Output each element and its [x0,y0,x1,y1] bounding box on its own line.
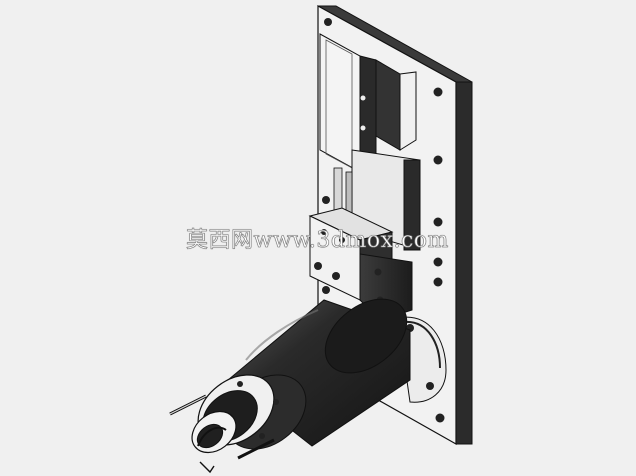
plate-holes [322,18,445,423]
spindle-tool-head [169,374,279,474]
watermark-text: 莫西网www.3dmox.com [186,228,449,254]
carriage-block [308,207,413,321]
linear-slide-module [319,33,421,251]
